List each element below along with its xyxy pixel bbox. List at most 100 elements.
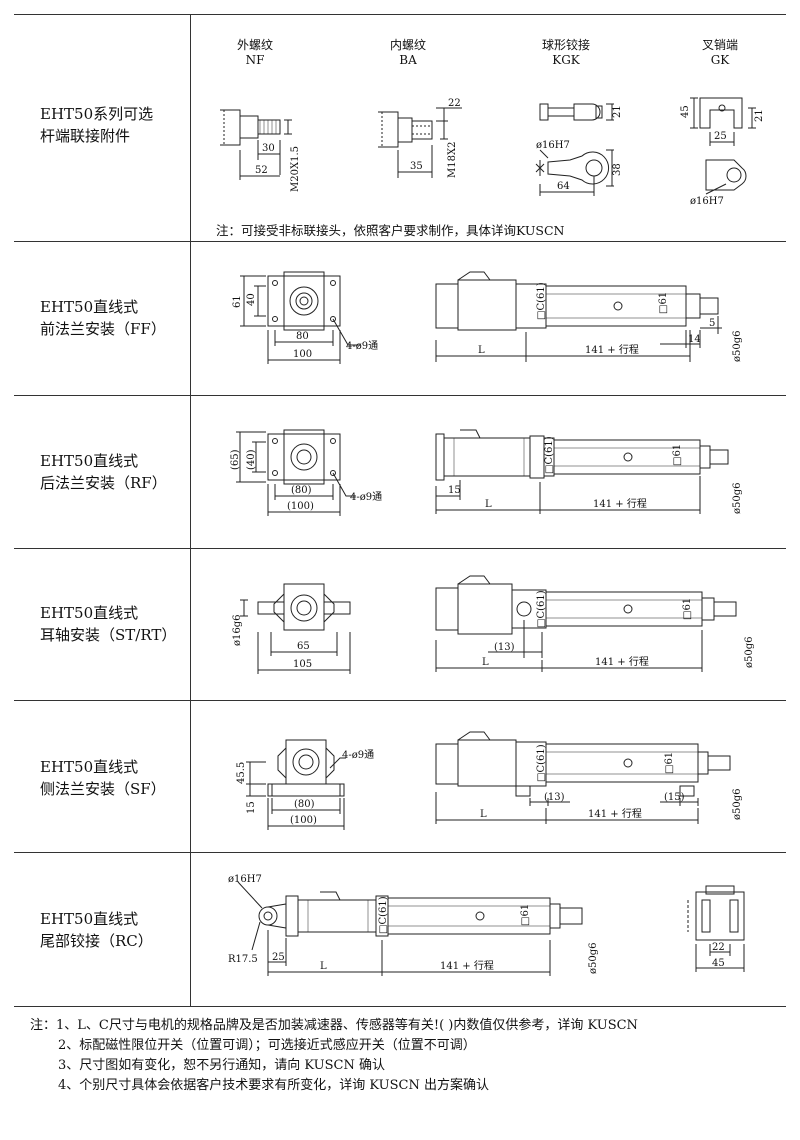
dim-label: ø16H7	[690, 196, 724, 207]
row-divider	[14, 852, 786, 853]
dim-label: (65)	[230, 449, 241, 470]
header-en: KGK	[552, 53, 580, 67]
dim-label: M20X1.5	[290, 146, 301, 192]
row-divider	[14, 700, 786, 701]
dim-label: M18X2	[447, 142, 458, 178]
ba-drawing: 22 35 M18X2	[378, 98, 462, 178]
footer-notes: 注：1、L、C尺寸与电机的规格品牌及是否加装减速器、传感器等有关!( )内数值仅…	[30, 1016, 638, 1096]
footer-note: 2、标配磁性限位开关（位置可调）；可选接近式感应开关（位置不可调）	[58, 1038, 476, 1053]
dim-label: 141 + 行程	[585, 343, 639, 356]
dim-label: L	[480, 809, 487, 820]
row-label-rc: EHT50直线式 尾部铰接（RC）	[40, 908, 153, 952]
dim-label: □C(61)	[536, 282, 547, 320]
dim-label: 40	[246, 293, 257, 306]
kgk-drawing: 21 ø16H7 38 64	[535, 103, 623, 196]
row-divider	[14, 548, 786, 549]
dim-label: 100	[293, 349, 312, 360]
row-label-sf: EHT50直线式 侧法兰安装（SF）	[40, 756, 166, 800]
dim-label: 4-ø9通	[350, 491, 382, 503]
dim-label: □61	[664, 752, 675, 774]
actuator-side-view: (13) L 141 + 行程 □C(61) □61 ø50g6	[435, 575, 755, 672]
row-label-line: 杆端联接附件	[40, 127, 131, 145]
actuator-side-view: (13) (15) L 141 + 行程 □C(61) □61 ø50g6	[435, 731, 743, 824]
dim-label: ø16H7	[536, 140, 570, 151]
dim-label: 80	[296, 331, 309, 342]
header-en: BA	[399, 53, 417, 67]
rear-clevis-end-view: 22 45	[687, 885, 745, 972]
actuator-side-view: ø16H7 R17.5 25 L 141 + 行程 □C(61) □61 ø50…	[228, 874, 599, 976]
dim-label: □C(61)	[536, 744, 547, 782]
dim-label: (80)	[294, 799, 315, 810]
header-gk: 叉销端 GK	[680, 38, 760, 68]
dim-label: 15	[448, 485, 461, 496]
dim-label: (15)	[664, 792, 685, 803]
dim-label: (13)	[544, 792, 565, 803]
rf-drawing: (65) (40) (80) (100) 4-ø9通 15 L 141	[230, 429, 743, 516]
dim-label: 22	[712, 942, 725, 953]
dim-label: 65	[297, 641, 310, 652]
dim-label: 22	[448, 98, 461, 109]
dim-label: 25	[714, 131, 727, 142]
dim-label: 141 + 行程	[595, 655, 649, 668]
row-divider	[14, 241, 786, 242]
dim-label: 45	[680, 105, 691, 118]
dim-label: (100)	[287, 501, 314, 512]
table-border-bottom	[14, 1006, 786, 1007]
dim-label: 21	[612, 105, 623, 118]
header-ba: 内螺纹 BA	[368, 38, 448, 68]
dim-label: □61	[672, 444, 683, 466]
dim-label: (40)	[246, 449, 257, 470]
header-cn: 球形铰接	[541, 38, 590, 52]
dim-label: L	[478, 345, 485, 356]
dim-label: □C(61)	[378, 896, 389, 934]
row-divider	[14, 395, 786, 396]
dim-label: 52	[255, 165, 268, 176]
dim-label: 15	[246, 801, 257, 814]
dim-label: 45.5	[236, 762, 247, 784]
dim-label: □C(61)	[544, 436, 555, 474]
rc-drawing: ø16H7 R17.5 25 L 141 + 行程 □C(61) □61 ø50…	[228, 874, 745, 976]
gk-drawing: 45 21 25 ø16H7	[680, 97, 765, 207]
nf-drawing: 30 52 M20X1.5	[220, 109, 301, 192]
header-kgk: 球形铰接 KGK	[526, 38, 606, 68]
footer-note: 4、个别尺寸具体会依据客户技术要求有所变化，详询 KUSCN 出方案确认	[58, 1078, 489, 1093]
row-label-line: EHT50直线式	[40, 298, 139, 316]
dim-label: □61	[658, 292, 669, 314]
dim-label: □C(61)	[536, 590, 547, 628]
actuator-side-view: L 141 + 行程 □C(61) □61 14 5 ø50g6	[435, 271, 743, 362]
row-label-rf: EHT50直线式 后法兰安装（RF）	[40, 450, 167, 494]
row-label-line: EHT50直线式	[40, 910, 139, 928]
footer-note: 注：1、L、C尺寸与电机的规格品牌及是否加装减速器、传感器等有关!( )内数值仅…	[30, 1018, 638, 1033]
header-cn: 内螺纹	[389, 38, 426, 52]
dim-label: (13)	[494, 642, 515, 653]
row-label-line: 前法兰安装（FF）	[40, 320, 166, 338]
dim-label: 14	[688, 334, 701, 345]
row-label-st: EHT50直线式 耳轴安装（ST/RT）	[40, 602, 176, 646]
dim-label: 141 + 行程	[440, 959, 494, 972]
column-divider	[190, 14, 191, 1006]
dim-label: R17.5	[228, 954, 258, 965]
ff-drawing: 61 40 80 100 4-ø9通 L 141 + 行程 □C(61) □61	[232, 271, 743, 364]
row-label-line: EHT50系列可选	[40, 105, 154, 123]
row-label-attachments: EHT50系列可选 杆端联接附件	[40, 103, 153, 147]
row-label-line: 尾部铰接（RC）	[40, 932, 153, 950]
row-label-line: EHT50直线式	[40, 758, 139, 776]
dim-label: 141 + 行程	[593, 497, 647, 510]
row-label-line: 后法兰安装（RF）	[40, 474, 167, 492]
row-label-line: 耳轴安装（ST/RT）	[40, 626, 177, 644]
dim-label: 21	[754, 109, 765, 122]
row-label-line: EHT50直线式	[40, 452, 139, 470]
footer-note: 3、尺寸图如有变化，恕不另行通知，请向 KUSCN 确认	[58, 1058, 385, 1073]
dim-label: L	[485, 499, 492, 510]
dim-label: ø50g6	[732, 788, 743, 820]
row-label-line: EHT50直线式	[40, 604, 139, 622]
attachment-note: 注：可接受非标联接头，依照客户要求制作，具体详询KUSCN	[216, 223, 565, 238]
dim-label: ø50g6	[732, 482, 743, 514]
dim-label: ø50g6	[744, 636, 755, 668]
dim-label: □61	[682, 598, 693, 620]
dim-label: ø50g6	[732, 330, 743, 362]
row-label-ff: EHT50直线式 前法兰安装（FF）	[40, 296, 166, 340]
actuator-side-view: 15 L 141 + 行程 □C(61) □61 ø50g6	[435, 429, 743, 514]
header-en: NF	[245, 53, 265, 67]
side-flange-front-view: 45.5 15 (80) (100) 4-ø9通	[236, 739, 374, 830]
